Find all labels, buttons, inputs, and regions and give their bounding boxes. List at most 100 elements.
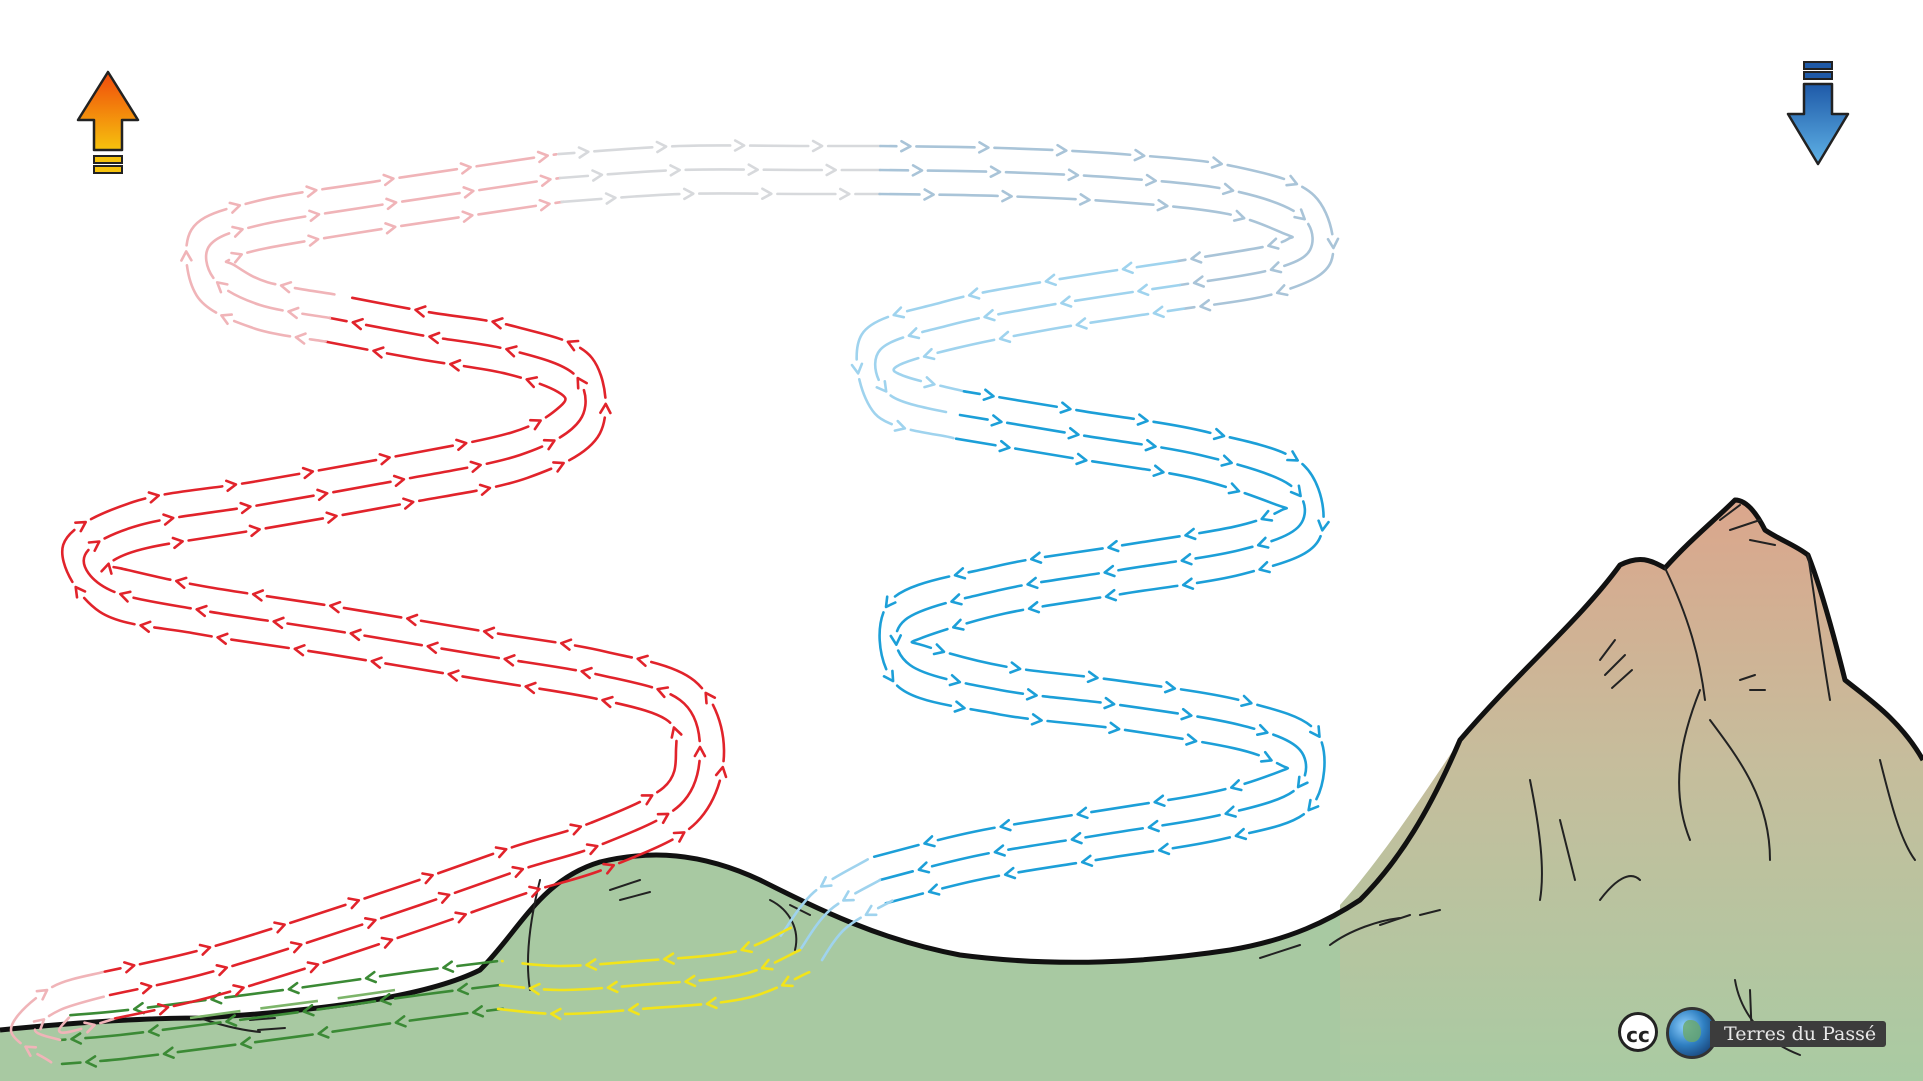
flow-arrowhead — [347, 897, 361, 910]
flow-arrowhead — [305, 185, 318, 198]
flow-arrowhead — [923, 835, 936, 848]
flow-line — [560, 192, 882, 204]
flow-arrowhead — [602, 862, 615, 875]
flow-arrowhead — [469, 460, 482, 473]
flow-arrowhead — [378, 453, 391, 466]
flow-arrowhead — [1212, 427, 1226, 441]
flow-arrowhead — [569, 823, 583, 836]
flow-arrowhead — [1059, 401, 1072, 414]
flow-arrowhead — [740, 941, 753, 954]
flow-arrowhead — [655, 140, 668, 154]
flow-arrowhead — [1078, 193, 1091, 206]
flow-arrowhead — [426, 641, 439, 654]
flow-arrowhead — [1145, 173, 1157, 187]
flow-arrowhead — [1256, 723, 1269, 736]
flow-arrowhead — [317, 1026, 330, 1039]
flow-arrowhead — [74, 585, 87, 599]
flow-arrowhead — [287, 306, 300, 320]
flow-arrowhead — [760, 958, 774, 971]
up-arrow-warm-icon — [76, 70, 140, 174]
flow-arrowhead — [1080, 854, 1094, 867]
flow-arrowhead — [385, 197, 398, 211]
flow-arrowhead — [889, 634, 902, 646]
credit-badge[interactable]: cc Terres du Passé — [1618, 1007, 1908, 1059]
flow-arrowhead — [83, 1021, 96, 1034]
down-arrow-cool-icon — [1786, 61, 1850, 166]
flow-arrowhead — [884, 595, 897, 609]
flow-line — [9, 970, 105, 1064]
flow-arrowhead — [294, 332, 307, 345]
flow-arrowhead — [577, 146, 590, 159]
flow-arrowhead — [539, 174, 552, 187]
flow-arrowhead — [225, 1014, 238, 1027]
flow-arrowhead — [482, 626, 496, 639]
flow-arrowhead — [230, 251, 243, 264]
flow-arrowhead — [1309, 725, 1321, 738]
flow-arrowhead — [811, 139, 824, 153]
flow-arrowhead — [669, 164, 681, 177]
flow-arrowhead — [552, 461, 565, 473]
flow-arrowhead — [74, 520, 87, 533]
flow-arrowhead — [1136, 413, 1149, 426]
flow-arrowhead — [171, 536, 184, 550]
flow-arrowhead — [978, 141, 990, 154]
flow-arrowhead — [1180, 553, 1193, 566]
flow-arrowhead — [461, 210, 474, 223]
flow-arrowhead — [442, 960, 455, 973]
flow-arrowhead — [1230, 779, 1243, 792]
terrain-hatching — [199, 504, 1916, 1056]
flow-line — [82, 316, 702, 997]
flow-arrowhead — [705, 996, 718, 1010]
flow-arrowhead — [604, 192, 617, 205]
flow-arrowhead — [591, 169, 604, 182]
flow-arrowhead — [524, 681, 537, 695]
flow-arrowhead — [1296, 775, 1309, 789]
flow-arrowhead — [1108, 721, 1121, 735]
flow-arrowhead — [1025, 688, 1038, 701]
flow-arrowhead — [289, 941, 303, 954]
air-flow-streams — [9, 139, 1340, 1068]
flow-line — [103, 293, 726, 1020]
flow-arrowhead — [1317, 519, 1330, 532]
flow-arrowhead — [684, 974, 697, 988]
flow-arrowhead — [932, 643, 946, 656]
flow-arrowhead — [123, 961, 136, 974]
flow-arrowhead — [293, 644, 306, 657]
flow-arrowhead — [982, 388, 995, 401]
flow-arrowhead — [462, 186, 475, 199]
flow-arrowhead — [927, 883, 941, 896]
flow-arrowhead — [1067, 427, 1080, 440]
flow-arrowhead — [893, 419, 907, 432]
flow-line — [878, 168, 1314, 287]
flow-arrowhead — [1210, 156, 1223, 169]
flow-arrowhead — [364, 970, 377, 984]
mountain-peak — [1340, 500, 1923, 1081]
flow-arrowhead — [923, 376, 936, 389]
flow-line — [60, 340, 678, 973]
flow-arrowhead — [100, 562, 113, 575]
flow-arrowhead — [1027, 601, 1041, 614]
flow-arrowhead — [24, 1045, 38, 1057]
flow-arrowhead — [566, 339, 580, 352]
flow-arrowhead — [998, 439, 1011, 453]
flow-arrowhead — [248, 524, 261, 538]
flow-arrowhead — [1220, 454, 1233, 467]
flow-arrowhead — [85, 1055, 98, 1068]
flow-arrowhead — [780, 975, 794, 988]
flow-arrowhead — [606, 980, 619, 994]
flow-arrowhead — [1260, 509, 1274, 522]
flow-arrowhead — [505, 345, 518, 358]
flow-arrowhead — [1152, 464, 1165, 477]
flow-line — [498, 948, 802, 992]
flow-arrowhead — [215, 964, 229, 977]
flow-arrowhead — [1326, 237, 1340, 250]
flow-arrowhead — [511, 865, 525, 878]
flow-arrowhead — [819, 876, 833, 888]
flow-arrowhead — [842, 890, 855, 902]
flow-arrowhead — [663, 952, 675, 965]
flow-arrowhead — [175, 576, 188, 589]
flow-line — [817, 899, 894, 966]
flow-arrowhead — [428, 331, 441, 345]
flow-arrowhead — [140, 982, 153, 995]
